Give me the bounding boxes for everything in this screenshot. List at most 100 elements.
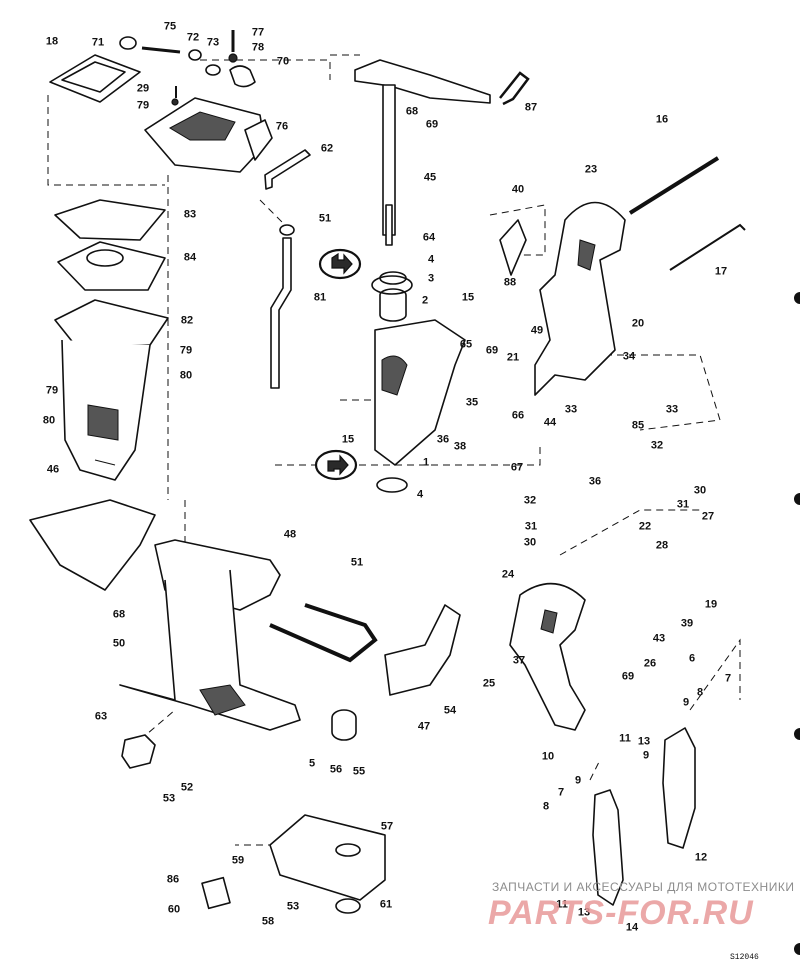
label-53: 54 (443, 704, 457, 717)
label-50: 51 (350, 556, 364, 569)
label-20: 20 (631, 317, 645, 330)
label-32a: 32 (650, 439, 664, 452)
label-22: 22 (638, 520, 652, 533)
label-49: 51 (318, 212, 332, 225)
part-6-bracket (662, 727, 696, 849)
binder-hole (794, 292, 800, 304)
figure-code: S12046 (730, 953, 759, 962)
label-80b: 80 (42, 414, 56, 427)
label-4b: 4 (416, 488, 424, 501)
label-72: 71 (91, 36, 105, 49)
part-81-tube (270, 224, 295, 389)
part-46-midsection (119, 539, 301, 731)
label-14: 14 (625, 921, 639, 934)
hardware-top (119, 30, 256, 106)
label-75: 75 (163, 20, 177, 33)
label-9a: 9 (682, 696, 690, 709)
label-36b: 36 (588, 475, 602, 488)
part-56-cover (201, 814, 386, 914)
label-78: 78 (251, 41, 265, 54)
label-42: 44 (543, 416, 557, 429)
label-43: 45 (423, 171, 437, 184)
label-36a: 36 (436, 433, 450, 446)
label-54: 55 (352, 765, 366, 778)
label-9b: 9 (642, 749, 650, 762)
label-18: 18 (45, 35, 59, 48)
label-19: 19 (704, 598, 718, 611)
arrow-right-icon (314, 449, 358, 481)
label-66: 67 (510, 461, 524, 474)
label-68: 69 (485, 344, 499, 357)
label-4a: 4 (427, 253, 435, 266)
label-82: 82 (180, 314, 194, 327)
label-48: 50 (112, 637, 126, 650)
label-11a: 11 (619, 732, 631, 745)
part-1-swivel-bracket (371, 271, 466, 493)
label-57: 58 (261, 915, 275, 928)
label-24: 24 (501, 568, 515, 581)
label-25: 25 (482, 677, 496, 690)
label-85: 85 (631, 419, 645, 432)
part-62-bracket (121, 734, 156, 769)
part-83-84-plates (54, 199, 166, 291)
label-16: 16 (655, 113, 669, 126)
label-41: 43 (652, 632, 666, 645)
part-24-clamp-bracket (509, 582, 586, 731)
label-10: 10 (541, 750, 555, 763)
label-59: 60 (167, 903, 181, 916)
label-87: 87 (524, 101, 538, 114)
part-87-clip (499, 71, 530, 106)
binder-hole (794, 493, 800, 505)
label-17: 17 (714, 265, 728, 278)
label-34: 34 (622, 350, 636, 363)
label-69a: 68 (405, 105, 419, 118)
part-43-steering-arm (354, 59, 491, 246)
part-44-plate (29, 499, 156, 591)
label-45: 47 (417, 720, 431, 733)
label-26: 26 (643, 657, 657, 670)
label-65: 66 (511, 409, 525, 422)
part-50-wire (269, 603, 378, 663)
part-16-rod (628, 156, 720, 215)
label-28: 28 (655, 539, 669, 552)
part-40-clip (499, 219, 527, 276)
label-15b: 15 (341, 433, 355, 446)
part-45-cover (384, 604, 461, 696)
label-71: 70 (276, 55, 290, 68)
part-61-bracket (264, 149, 311, 190)
label-47: 49 (530, 324, 544, 337)
label-61: 62 (320, 142, 334, 155)
label-9c: 9 (574, 774, 582, 787)
label-79b: 79 (179, 344, 193, 357)
label-44: 46 (46, 463, 60, 476)
label-60: 61 (379, 898, 393, 911)
label-37: 37 (512, 654, 526, 667)
label-55: 56 (329, 763, 343, 776)
label-30a: 30 (693, 484, 707, 497)
label-64: 65 (459, 338, 473, 351)
label-29: 29 (136, 82, 150, 95)
label-39: 39 (680, 617, 694, 630)
label-74: 73 (206, 36, 220, 49)
label-79c: 79 (45, 384, 59, 397)
label-38: 38 (453, 440, 467, 453)
part-23-clamp-bracket (534, 201, 626, 396)
label-12: 12 (694, 851, 708, 864)
part-5-mount (331, 709, 357, 741)
label-46: 48 (283, 528, 297, 541)
label-21: 21 (506, 351, 520, 364)
label-51a: 52 (180, 781, 194, 794)
label-80a: 80 (179, 369, 193, 382)
label-69b: 69 (621, 670, 635, 683)
label-6: 6 (688, 652, 696, 665)
label-23: 23 (584, 163, 598, 176)
label-58: 59 (231, 854, 245, 867)
label-32b: 32 (523, 494, 537, 507)
label-33a: 33 (564, 403, 578, 416)
assembly-guide-lines (47, 54, 741, 846)
watermark-tagline: ЗАПЧАСТИ И АКСЕССУАРЫ ДЛЯ МОТОТЕХНИКИ (492, 880, 795, 894)
label-15a: 15 (461, 291, 475, 304)
label-40: 40 (511, 183, 525, 196)
arrow-up-right-icon (318, 248, 362, 280)
